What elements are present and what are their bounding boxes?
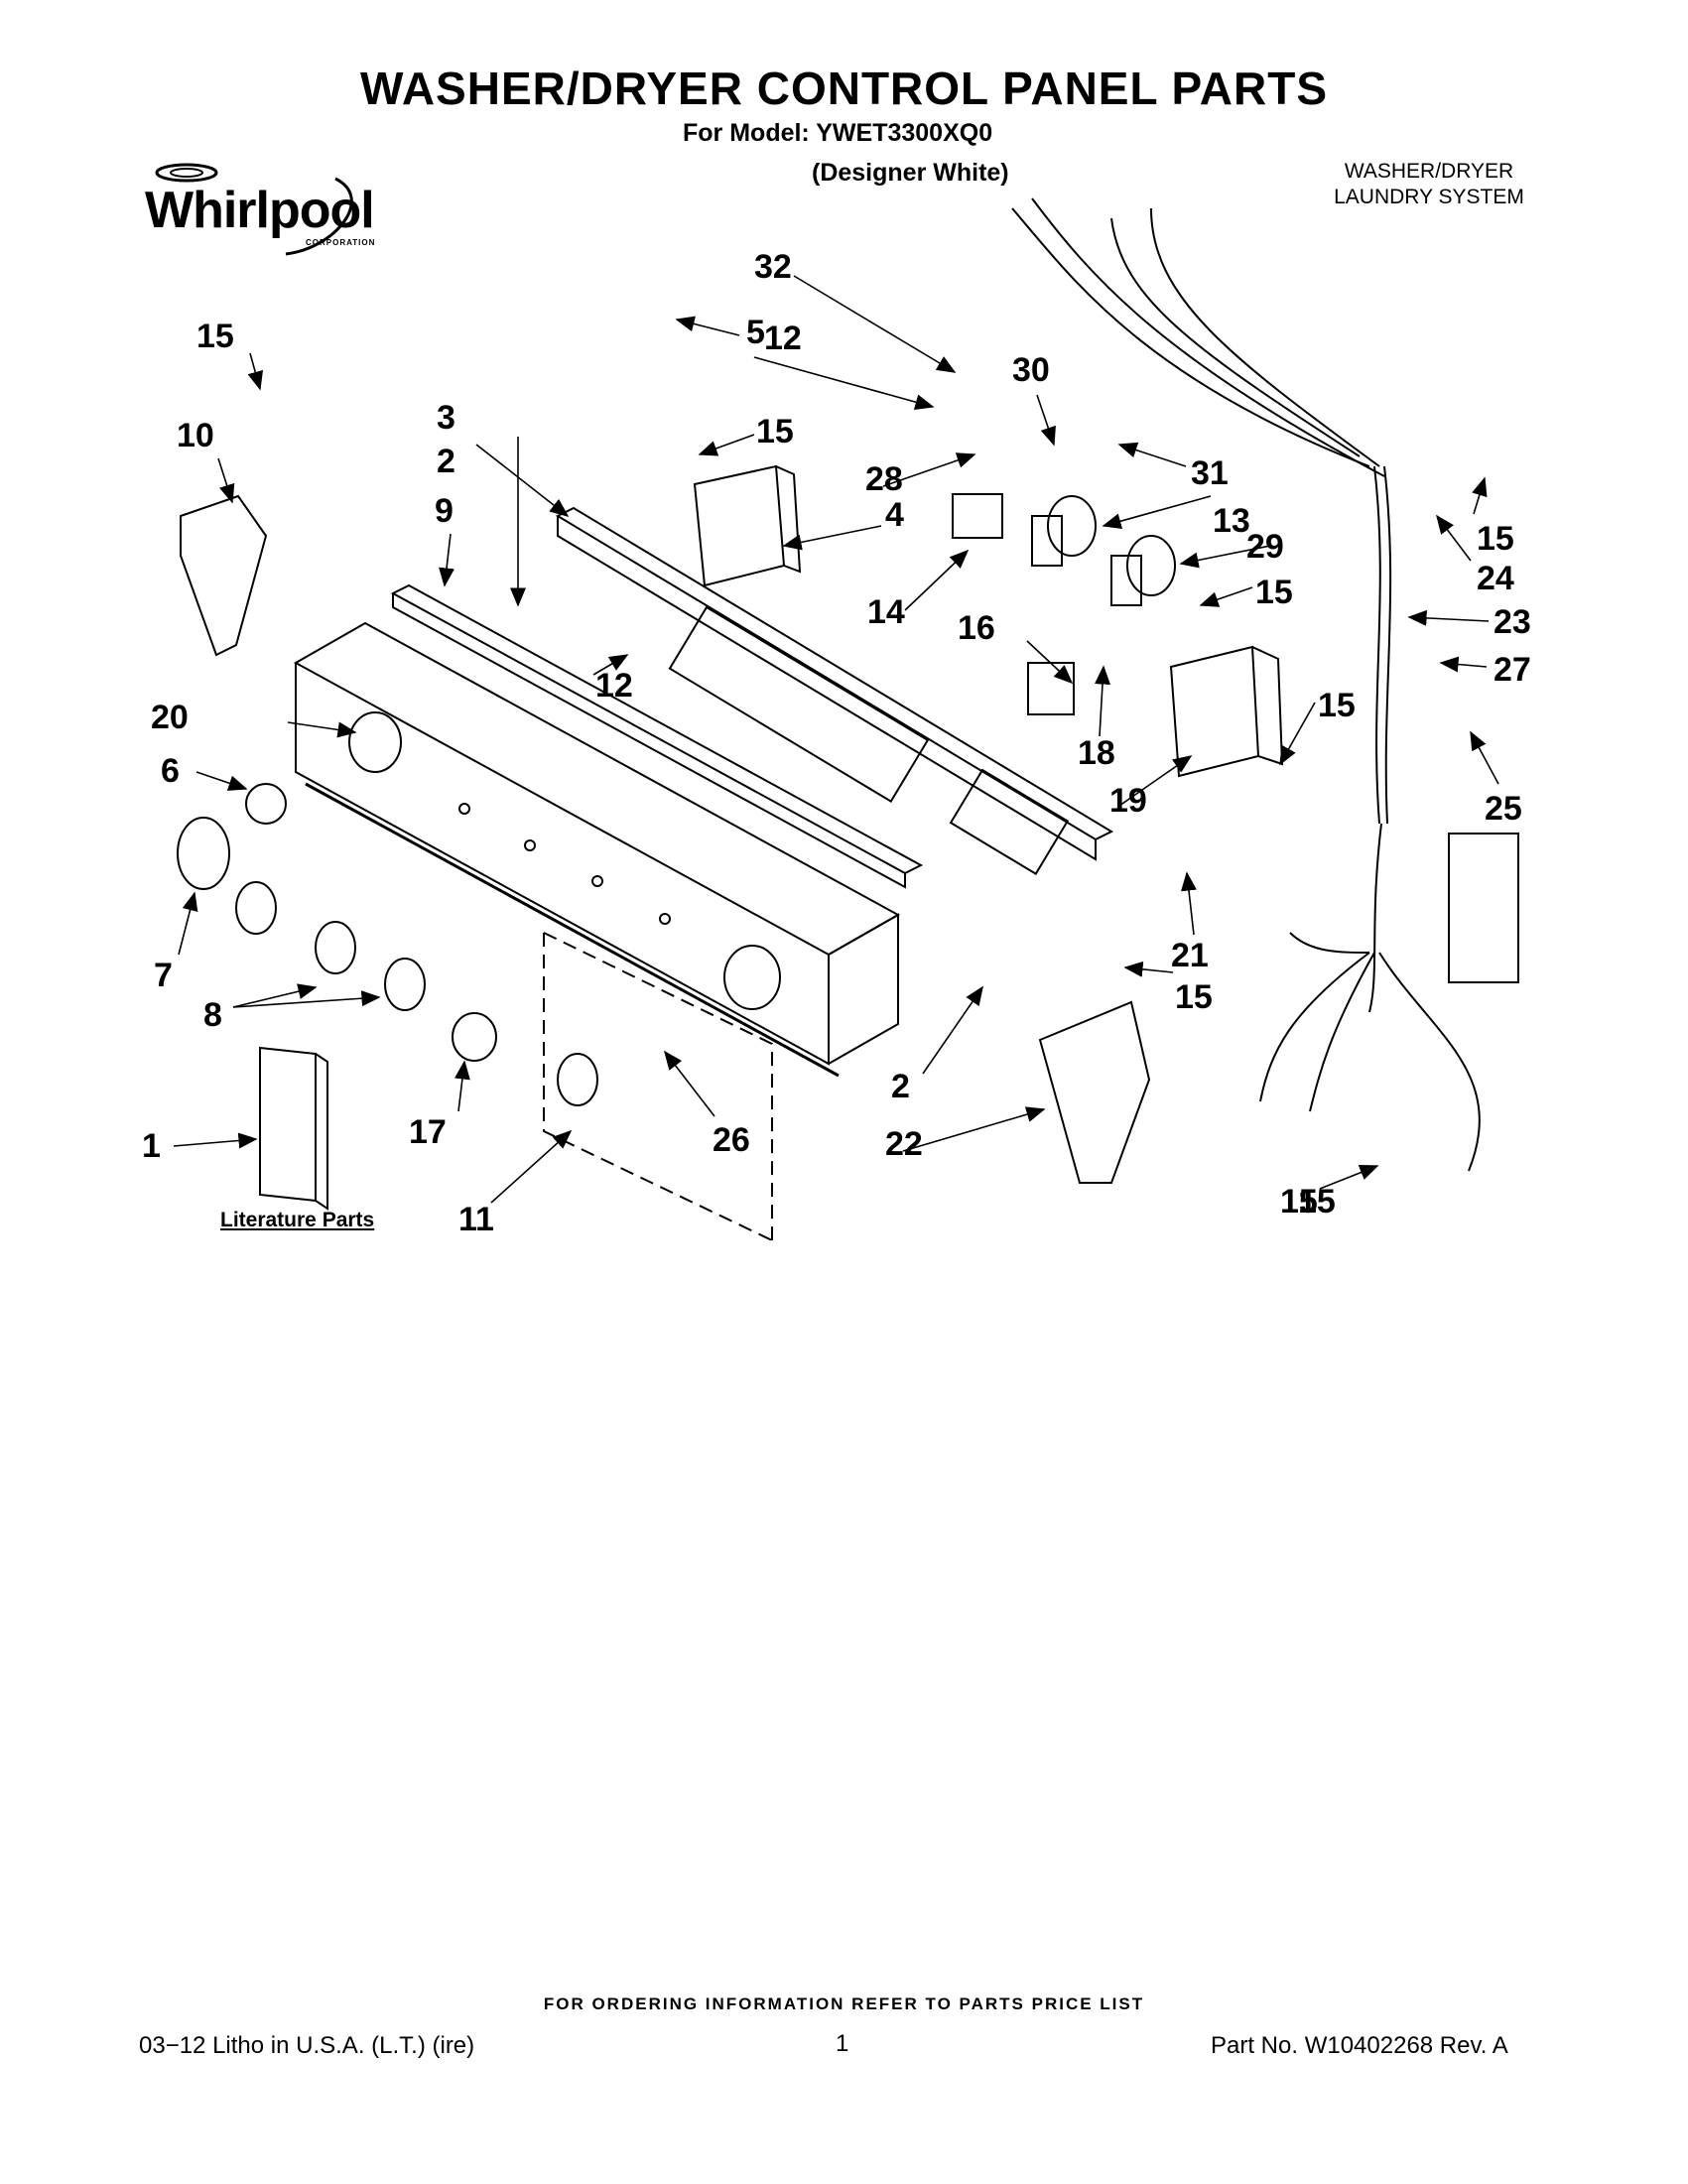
callout-22: 22 — [885, 1125, 923, 1163]
callout-23: 23 — [1493, 603, 1531, 641]
callout-19: 19 — [1109, 782, 1147, 820]
system-label-line1: WASHER/DRYER — [1344, 160, 1514, 183]
callout-13: 13 — [1213, 502, 1250, 540]
system-label-line2: LAUNDRY SYSTEM — [1334, 186, 1524, 208]
callout-18: 18 — [1078, 734, 1115, 772]
callout-5: 5 — [746, 314, 765, 351]
control-board-part — [693, 464, 802, 587]
literature-booklet-part — [259, 1046, 328, 1211]
dashed-assembly-outline — [543, 932, 773, 1241]
callout-1: 1 — [142, 1127, 161, 1165]
knob-parts — [177, 783, 598, 1106]
callout-20: 20 — [151, 699, 189, 736]
callout-2-right: 2 — [891, 1068, 910, 1105]
callout-8: 8 — [203, 996, 222, 1034]
switch-parts — [952, 493, 1176, 715]
callout-14: 14 — [867, 593, 905, 631]
litho-info: 03−12 Litho in U.S.A. (L.T.) (ire) — [139, 2032, 475, 2059]
callout-29: 29 — [1246, 528, 1284, 566]
callout-24: 24 — [1477, 560, 1514, 597]
page-title: WASHER/DRYER CONTROL PANEL PARTS — [359, 63, 1329, 114]
exploded-parts-diagram: 1 2 2 3 4 5 6 7 8 9 10 11 12 12 13 14 15… — [142, 197, 1531, 1241]
callout-25: 25 — [1485, 790, 1522, 828]
callout-4: 4 — [885, 496, 904, 534]
page-number: 1 — [836, 2030, 849, 2057]
logo-corporation: CORPORATION — [306, 238, 376, 247]
callout-21: 21 — [1171, 937, 1209, 974]
callout-15-g: 15 — [1477, 520, 1514, 558]
callout-15-e: 15 — [1175, 978, 1213, 1016]
callout-17: 17 — [409, 1113, 447, 1151]
system-label: WASHER/DRYER LAUNDRY SYSTEM — [1310, 159, 1548, 210]
callout-12-top: 12 — [764, 320, 802, 357]
callout-15-a: 15 — [196, 318, 234, 355]
callout-numbers: 1 2 2 3 4 5 6 7 8 9 10 11 12 12 13 14 15… — [142, 248, 1531, 1238]
literature-parts-label: Literature Parts — [220, 1209, 375, 1231]
callout-15-h: 15 — [1298, 1183, 1336, 1220]
callout-15-c: 15 — [1255, 574, 1293, 611]
callout-7: 7 — [154, 957, 173, 994]
callout-30: 30 — [1012, 351, 1050, 389]
callout-6: 6 — [161, 752, 180, 790]
callout-15-f: 15 — [1280, 1183, 1318, 1220]
callout-31: 31 — [1191, 454, 1229, 492]
end-cap-right-part — [1038, 1000, 1151, 1184]
callout-28: 28 — [865, 460, 903, 498]
end-cap-left-part — [180, 494, 268, 657]
wire-harness-part — [1011, 197, 1519, 1172]
support-rail-part — [390, 583, 924, 889]
callout-15-d: 15 — [1318, 687, 1356, 724]
callout-26: 26 — [713, 1121, 750, 1159]
callout-15-b: 15 — [756, 413, 794, 450]
callout-12-mid: 12 — [595, 667, 633, 705]
logo-wordmark: Whirlpool — [145, 182, 375, 239]
callout-16: 16 — [958, 609, 995, 647]
callout-10: 10 — [177, 417, 214, 454]
callout-9: 9 — [435, 492, 454, 530]
control-console-part — [293, 621, 901, 1078]
ordering-note: FOR ORDERING INFORMATION REFER TO PARTS … — [543, 1994, 1145, 2013]
callout-2-left: 2 — [437, 443, 455, 480]
callout-32: 32 — [754, 248, 792, 286]
part-number: Part No. W10402268 Rev. A — [1211, 2032, 1508, 2059]
callout-11: 11 — [458, 1201, 494, 1238]
logo-swirl-icon — [155, 163, 353, 256]
callout-3: 3 — [437, 399, 455, 437]
callout-27: 27 — [1493, 651, 1531, 689]
whirlpool-logo: Whirlpool CORPORATION — [137, 159, 395, 258]
leader-lines — [173, 275, 1499, 1204]
model-number: For Model: YWET3300XQ0 — [683, 119, 993, 147]
model-color: (Designer White) — [812, 159, 1009, 187]
timer-part — [1169, 645, 1284, 778]
